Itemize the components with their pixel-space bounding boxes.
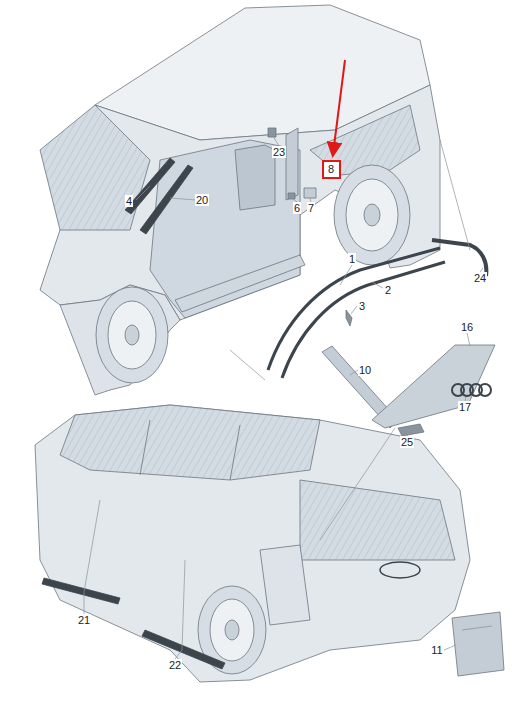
highlight-box: 8 (322, 160, 341, 179)
callout-number: 16 (460, 321, 474, 333)
callout-number: 20 (195, 194, 209, 206)
callout-number: 24 (473, 272, 487, 284)
callout-number: 4 (125, 195, 133, 207)
callout-number: 23 (272, 146, 286, 158)
callout-number: 8 (328, 163, 334, 175)
callout-number: 21 (77, 614, 91, 626)
callout-number: 1 (348, 253, 356, 265)
callout-number: 2 (384, 284, 392, 296)
callout-number: 25 (400, 436, 414, 448)
callout-number: 10 (358, 364, 372, 376)
callout-number: 22 (168, 659, 182, 671)
callout-number: 17 (458, 401, 472, 413)
callout-number: 7 (307, 202, 315, 214)
callout-number: 3 (358, 300, 366, 312)
callout-number: 6 (293, 202, 301, 214)
callout-number: 11 (430, 644, 443, 656)
